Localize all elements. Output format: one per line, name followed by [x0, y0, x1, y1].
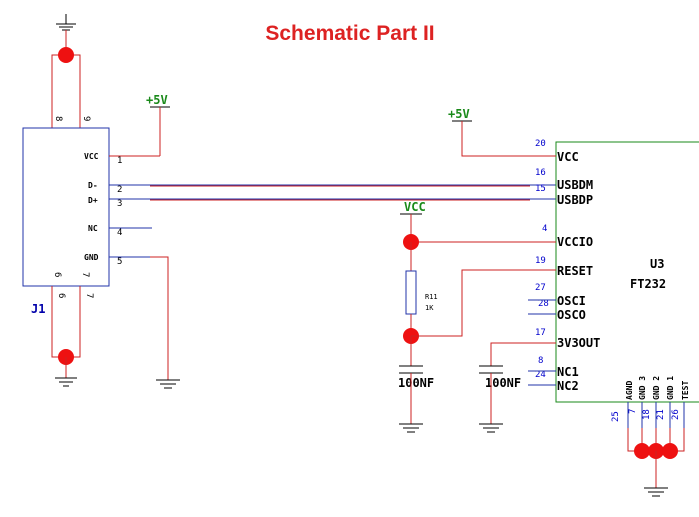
j1-pin-name-dplus: D+ [88, 196, 98, 205]
j1-pin-name-gnd: GND [84, 253, 99, 262]
r11-value: 1K [425, 304, 434, 312]
junction-dot-top [58, 47, 74, 63]
ground-symbol-u3 [644, 487, 668, 497]
ground-symbol-cap-right [479, 423, 503, 433]
j1-pin-6-outer: 6 [56, 293, 66, 298]
j1-pin-num-1: 1 [117, 156, 122, 166]
j1-pin-6-inner: 6 [52, 272, 62, 277]
u3-pin-num-21: 21 [656, 409, 666, 420]
cap-left-value: 100NF [398, 376, 434, 390]
u3-pin-name-test: TEST [681, 381, 690, 400]
u3-pin-name-gnd1: GND 1 [666, 376, 675, 400]
u3-pin-num-28: 28 [538, 299, 549, 309]
j1-pin-name-nc: NC [88, 224, 98, 233]
j1-pin-name-dminus: D- [88, 181, 98, 190]
u3-pin-name-reset: RESET [557, 264, 593, 278]
u3-pin-name-usbdm: USBDM [557, 178, 593, 192]
j1-pin-num-2: 2 [117, 185, 122, 195]
j1-pin-8-top: 8 [53, 116, 63, 121]
vcc-label: VCC [404, 200, 426, 214]
u3-pin-name-gnd3: GND 3 [638, 376, 647, 400]
u3-pin-num-27: 27 [535, 283, 546, 293]
u3-pin-num-8: 8 [538, 356, 543, 366]
ground-symbol-j1-gnd [156, 379, 180, 389]
u3-pin-num-17: 17 [535, 328, 546, 338]
u3-pin-name-vcc: VCC [557, 150, 579, 164]
wire-j1-gnd [150, 256, 169, 380]
u3-pin-num-24: 24 [535, 370, 546, 380]
j1-pin-num-3: 3 [117, 199, 122, 209]
u3-pin-num-20: 20 [535, 139, 546, 149]
u3-pin-name-gnd2: GND 2 [652, 376, 661, 400]
u3-pin-num-16: 16 [535, 168, 546, 178]
j1-pin-num-5: 5 [117, 257, 122, 267]
r11-resistor [405, 270, 417, 315]
u3-pin-num-15: 15 [535, 184, 546, 194]
j1-body [22, 127, 110, 287]
u3-ref: U3 [650, 257, 664, 271]
u3-part: FT232 [630, 277, 666, 291]
junction-dot-gnd-3 [662, 443, 678, 459]
j1-pin-num-4: 4 [117, 228, 122, 238]
u3-pin-name-osco: OSCO [557, 308, 586, 322]
wire-reset [411, 269, 556, 337]
ground-symbol-top [56, 14, 76, 31]
junction-dot-gnd-1 [634, 443, 650, 459]
wire-3v3out [490, 342, 556, 366]
u3-5v-label: +5V [448, 107, 470, 121]
j1-pin-9-top: 9 [81, 116, 91, 121]
j1-pin-7-outer: 7 [84, 293, 94, 298]
ground-symbol-bottom [55, 377, 77, 387]
u3-pin-name-nc1: NC1 [557, 365, 579, 379]
u3-pin-num-18: 18 [642, 409, 652, 420]
u3-pin-name-usbdp: USBDP [557, 193, 593, 207]
u3-pin-name-nc2: NC2 [557, 379, 579, 393]
u3-pin-num-4: 4 [542, 224, 547, 234]
ground-symbol-cap-left [399, 423, 423, 433]
u3-pin-num-7: 7 [628, 409, 638, 414]
u3-pin-num-19: 19 [535, 256, 546, 266]
j1-pin-7-inner: 7 [80, 272, 90, 277]
cap-right-value: 100NF [485, 376, 521, 390]
schematic-title: Schematic Part II [265, 22, 434, 45]
u3-pin-num-25: 25 [611, 411, 621, 422]
u3-pin-name-osci: OSCI [557, 294, 586, 308]
j1-5v-label: +5V [146, 93, 168, 107]
j1-pin-name-vcc: VCC [84, 152, 99, 161]
wire-u3-vcc [461, 121, 556, 157]
u3-pin-name-agnd: AGND [625, 381, 634, 400]
r11-ref: R11 [425, 293, 438, 301]
j1-ref: J1 [31, 302, 45, 316]
u3-pin-name-vccio: VCCIO [557, 235, 593, 249]
u3-pin-num-26: 26 [671, 409, 681, 420]
u3-pin-name-3v3out: 3V3OUT [557, 336, 600, 350]
